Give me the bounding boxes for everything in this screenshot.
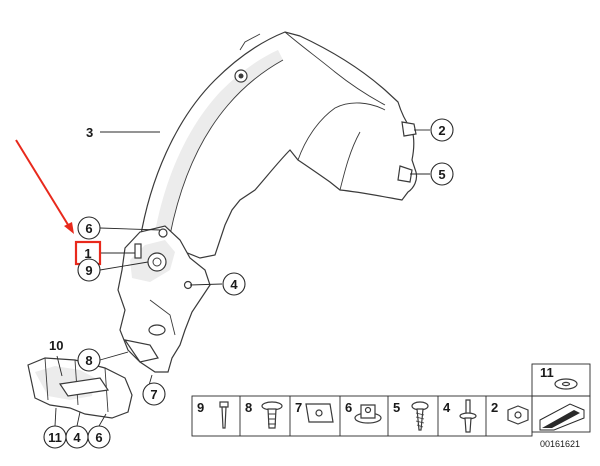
- legend-cell-8: 8: [245, 400, 283, 429]
- callout-3-label: 3: [86, 125, 93, 140]
- bracket-part: [117, 225, 211, 373]
- legend-num-8: 8: [245, 400, 252, 415]
- legend-num-11: 11: [540, 365, 554, 380]
- legend-cell-4: 4: [443, 399, 477, 433]
- hex-nut-icon: [507, 405, 529, 425]
- leader-lines: [54, 129, 430, 427]
- spring-nut-icon: [305, 403, 334, 423]
- callout-4-label: 4: [230, 277, 238, 292]
- callout-7: 7: [142, 382, 166, 406]
- collar-nut-icon: [354, 404, 382, 424]
- hardware-legend: 9 8 7 6: [191, 363, 591, 449]
- bottom-callout-6-label: 6: [95, 430, 102, 445]
- highlight-arrow: [15, 139, 74, 234]
- screw-icon: [411, 401, 429, 431]
- legend-cell-6: 6: [345, 400, 382, 424]
- callout-6-label: 6: [85, 221, 92, 236]
- callout-5: 5: [430, 162, 454, 186]
- legend-num-6: 6: [345, 400, 352, 415]
- callout-2-label: 2: [438, 123, 445, 138]
- legend-arrow-icon: [539, 403, 585, 431]
- callout-9-label: 9: [85, 263, 92, 278]
- bottom-callout-group: 11 4 6: [43, 425, 111, 449]
- callout-8-label: 8: [85, 353, 92, 368]
- bottom-callout-4-label: 4: [73, 430, 81, 445]
- diagram-number: 00161621: [540, 439, 580, 449]
- legend-num-5: 5: [393, 400, 400, 415]
- bottom-callout-11-label: 11: [48, 430, 62, 445]
- wheel-arch-cover: [139, 31, 418, 259]
- legend-cell-9: 9: [197, 400, 229, 429]
- callout-4: 4: [222, 272, 246, 296]
- legend-num-9: 9: [197, 400, 204, 415]
- callout-10: 10: [49, 338, 63, 353]
- legend-num-7: 7: [295, 400, 302, 415]
- callout-5-label: 5: [438, 167, 445, 182]
- lower-bracket-part-10: [27, 357, 133, 419]
- washer-icon: [554, 378, 578, 390]
- callout-2: 2: [430, 118, 454, 142]
- callout-9: 9: [77, 258, 101, 282]
- stud-screw-icon: [459, 399, 477, 433]
- legend-num-2: 2: [491, 400, 498, 415]
- legend-cell-2: 2: [491, 400, 529, 425]
- callout-1-label: 1: [84, 246, 91, 261]
- callout-10-label: 10: [49, 338, 63, 353]
- legend-cell-11: 11: [540, 365, 578, 390]
- bottom-callout-4: 4: [65, 425, 89, 449]
- bottom-callout-6: 6: [87, 425, 111, 449]
- legend-cell-5: 5: [393, 400, 429, 431]
- push-rivet-icon: [219, 401, 229, 429]
- legend-cell-7: 7: [295, 400, 334, 423]
- legend-num-4: 4: [443, 400, 451, 415]
- bottom-callout-11: 11: [43, 425, 67, 449]
- callout-8: 8: [77, 348, 101, 372]
- callout-6: 6: [77, 216, 101, 240]
- expanding-rivet-icon: [261, 401, 283, 429]
- callout-3: 3: [86, 125, 93, 140]
- callout-7-label: 7: [150, 387, 157, 402]
